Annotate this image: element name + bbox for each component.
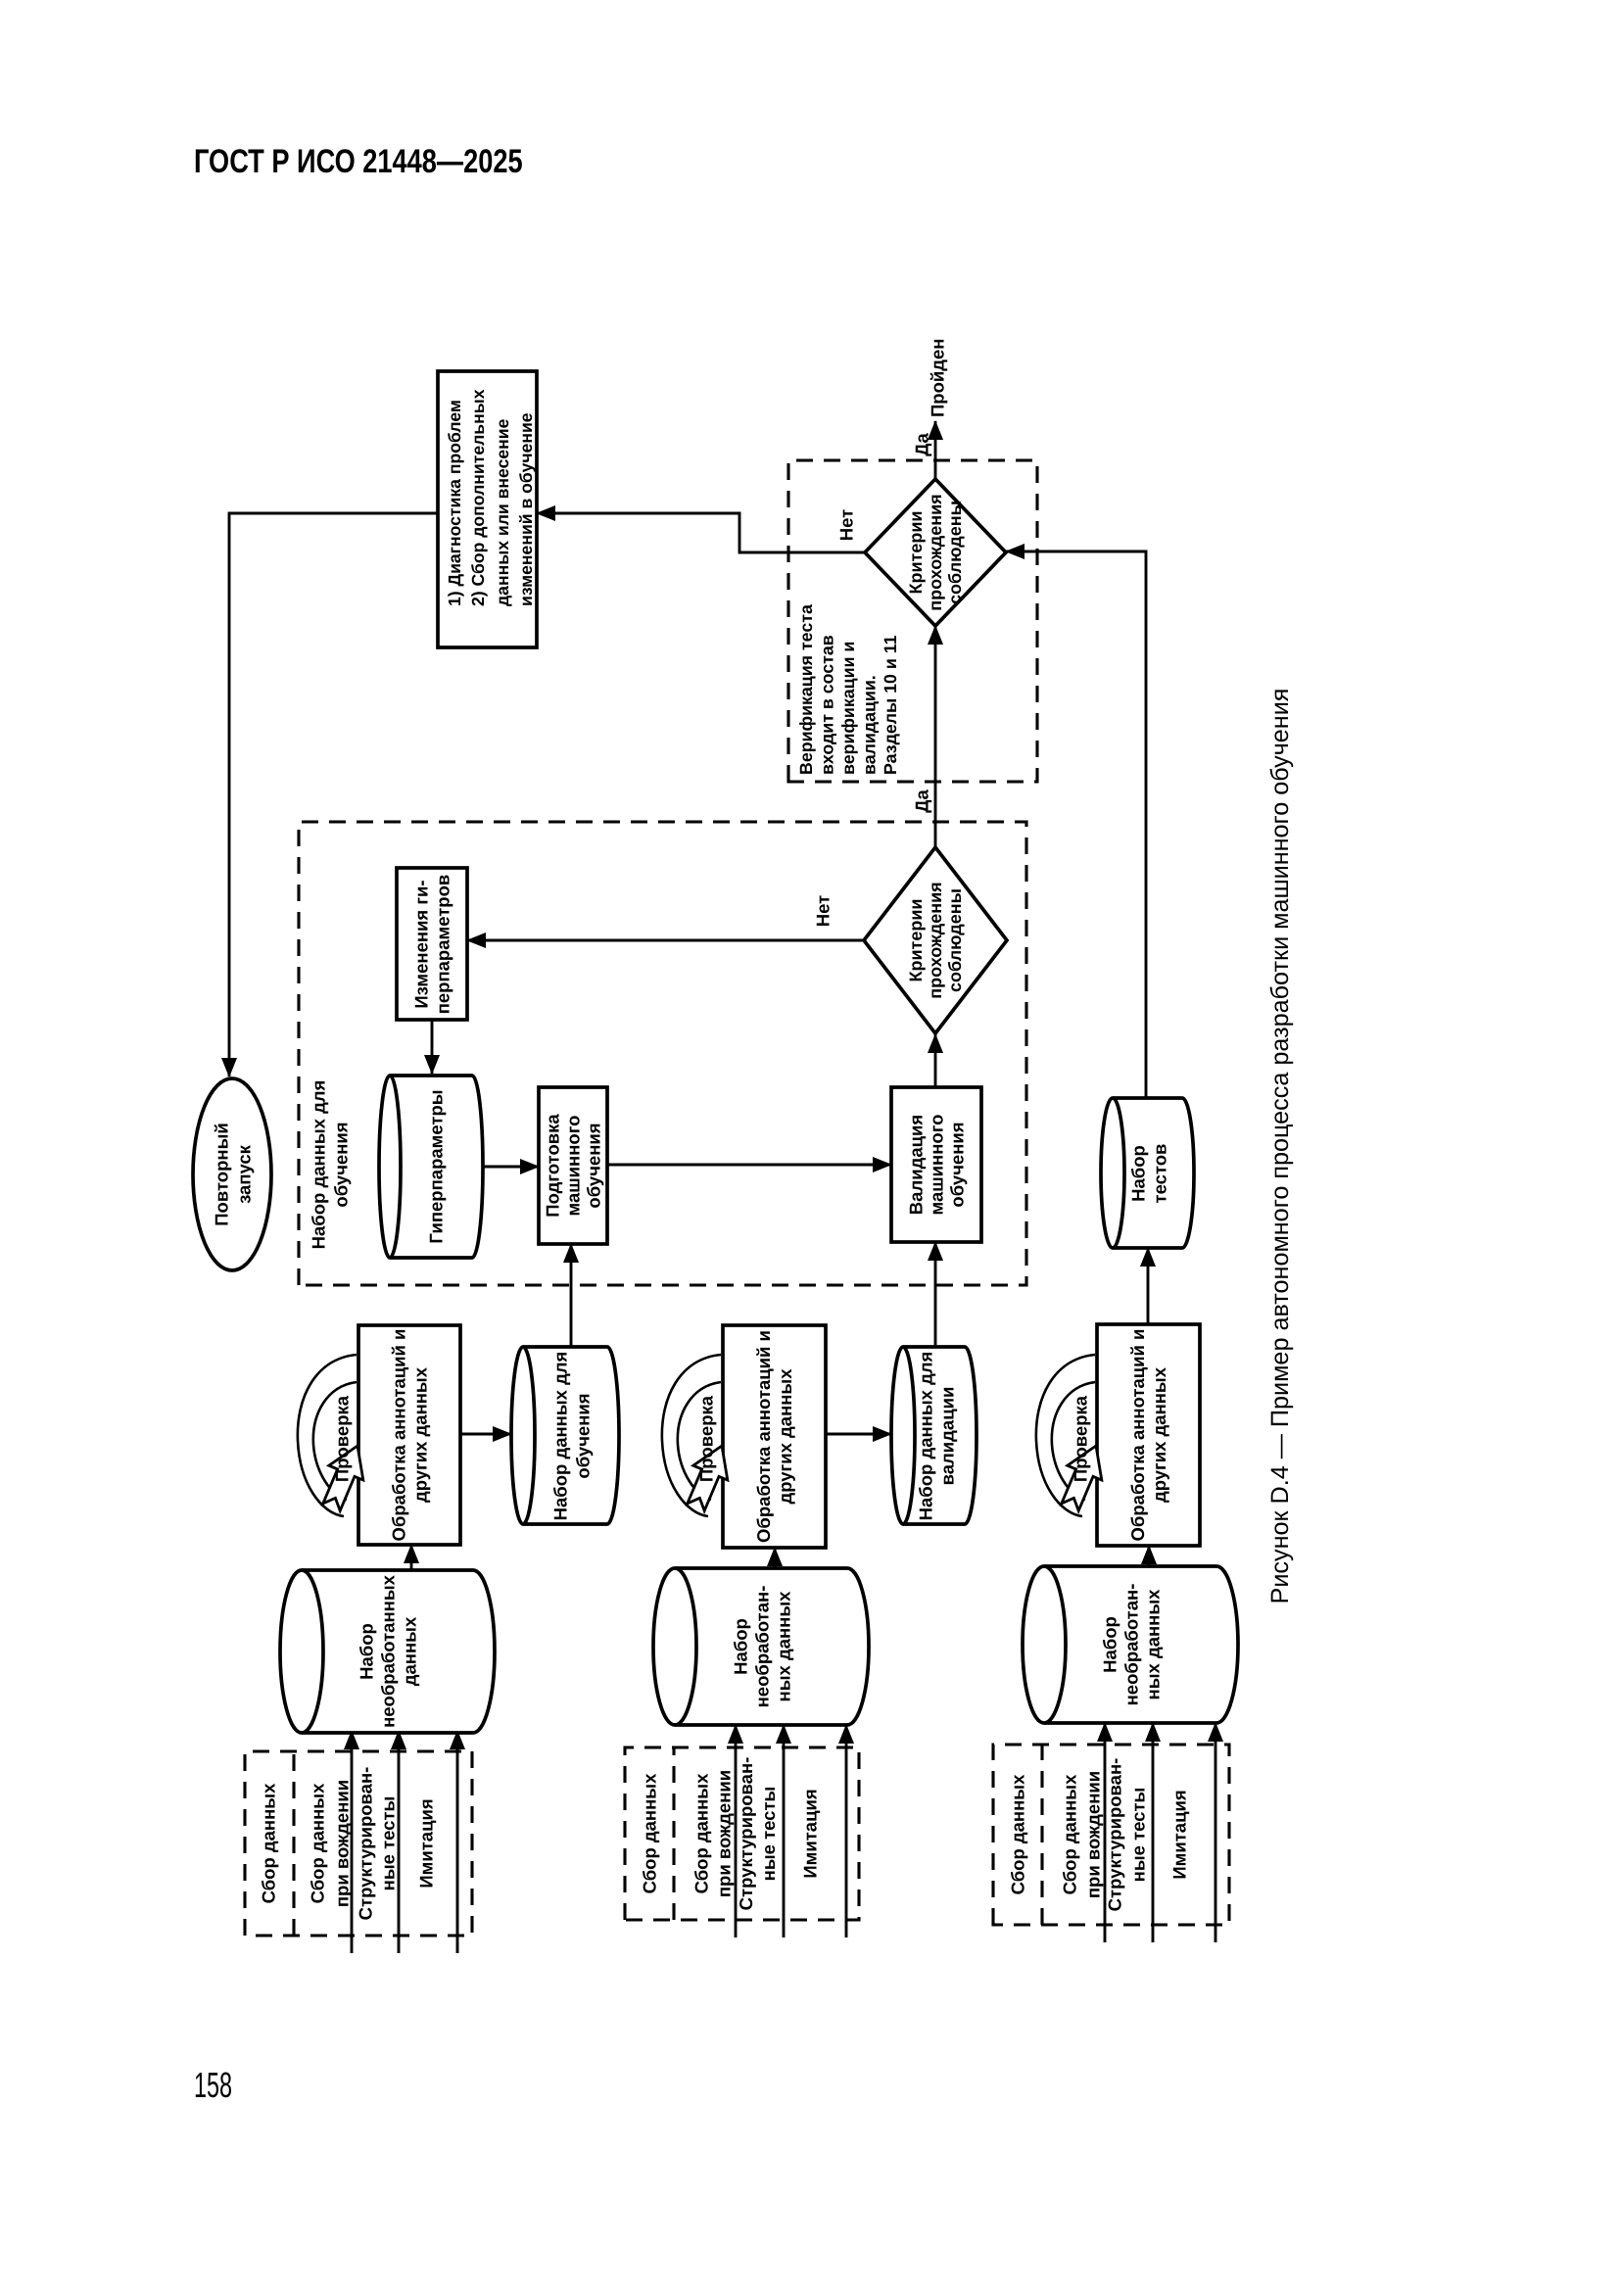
svg-text:Структурирован-: Структурирован-: [736, 1757, 756, 1911]
svg-text:Проверка: Проверка: [332, 1395, 353, 1482]
svg-text:Обработка аннотаций и: Обработка аннотаций и: [389, 1329, 409, 1542]
svg-text:обучения: обучения: [331, 1122, 352, 1207]
svg-text:необработан-: необработан-: [1121, 1584, 1142, 1706]
svg-text:2) Сбор дополнительных: 2) Сбор дополнительных: [468, 389, 488, 606]
svg-text:прохождения: прохождения: [926, 494, 945, 610]
svg-text:обучения: обучения: [573, 1393, 594, 1478]
svg-text:Имитация: Имитация: [416, 1798, 437, 1888]
svg-text:Рисунок D.4 — Пример автономно: Рисунок D.4 — Пример автономного процесс…: [1266, 689, 1294, 1604]
svg-text:машинного: машинного: [927, 1115, 947, 1216]
svg-text:соблюдены: соблюдены: [945, 888, 965, 992]
svg-text:обучения: обучения: [584, 1123, 604, 1208]
svg-text:других данных: других данных: [410, 1366, 431, 1503]
svg-text:ных данных: ных данных: [774, 1591, 794, 1702]
svg-text:валидации.: валидации.: [860, 675, 880, 775]
svg-text:Проверка: Проверка: [1071, 1395, 1091, 1482]
svg-text:при вождении: при вождении: [332, 1780, 353, 1907]
svg-text:Сбор данных: Сбор данных: [259, 1783, 279, 1903]
svg-text:1) Диагностика проблем: 1) Диагностика проблем: [445, 400, 464, 606]
svg-text:Сбор данных: Сбор данных: [308, 1783, 328, 1903]
svg-text:данных: данных: [400, 1616, 420, 1686]
svg-text:необработан-: необработан-: [752, 1586, 773, 1708]
svg-text:ных данных: ных данных: [1143, 1589, 1164, 1700]
svg-text:Нет: Нет: [813, 895, 834, 927]
svg-text:Сбор данных: Сбор данных: [1008, 1774, 1028, 1894]
svg-text:других данных: других данных: [775, 1368, 795, 1505]
svg-text:Критерии: Критерии: [906, 899, 926, 982]
svg-text:Верификация теста: Верификация теста: [796, 604, 816, 775]
svg-text:Набор: Набор: [731, 1618, 751, 1675]
svg-text:ные тесты: ные тесты: [1128, 1788, 1149, 1883]
svg-text:ные тесты: ные тесты: [378, 1796, 399, 1891]
svg-text:прохождения: прохождения: [926, 882, 945, 998]
svg-text:перпараметров: перпараметров: [433, 875, 453, 1015]
svg-text:Гиперпараметры: Гиперпараметры: [426, 1089, 447, 1243]
svg-text:валидации: валидации: [937, 1387, 958, 1486]
svg-text:тестов: тестов: [1150, 1144, 1170, 1204]
svg-text:Да: Да: [912, 433, 932, 456]
svg-text:Пройден: Пройден: [928, 339, 948, 417]
svg-text:других данных: других данных: [1149, 1366, 1169, 1503]
svg-text:Набор: Набор: [1100, 1616, 1120, 1673]
svg-text:Да: Да: [912, 789, 932, 813]
svg-text:Критерии: Критерии: [906, 511, 926, 595]
svg-text:Подготовка: Подготовка: [543, 1114, 563, 1218]
svg-text:Проверка: Проверка: [696, 1395, 717, 1482]
svg-text:Набор данных для: Набор данных для: [309, 1080, 329, 1250]
svg-text:запуск: запуск: [234, 1144, 255, 1204]
svg-text:машинного: машинного: [563, 1116, 584, 1217]
svg-text:данных или внесение: данных или внесение: [493, 418, 512, 606]
svg-text:Набор данных для: Набор данных для: [916, 1352, 936, 1521]
svg-text:Набор: Набор: [1128, 1145, 1149, 1202]
svg-text:Набор: Набор: [357, 1623, 377, 1680]
svg-text:Набор данных для: Набор данных для: [550, 1352, 571, 1521]
svg-text:при вождении: при вождении: [1083, 1771, 1104, 1898]
svg-text:Изменения ги-: Изменения ги-: [411, 880, 432, 1008]
svg-text:Сбор данных: Сбор данных: [640, 1773, 660, 1893]
svg-text:Сбор данных: Сбор данных: [1060, 1774, 1080, 1894]
svg-text:Структурирован-: Структурирован-: [1105, 1758, 1125, 1912]
svg-text:соблюдены: соблюдены: [945, 501, 965, 604]
svg-text:Сбор данных: Сбор данных: [691, 1773, 712, 1893]
svg-text:обучения: обучения: [947, 1122, 968, 1207]
svg-text:Обработка аннотаций и: Обработка аннотаций и: [753, 1330, 774, 1543]
svg-text:Имитация: Имитация: [1169, 1790, 1190, 1879]
svg-text:необработанных: необработанных: [378, 1574, 399, 1728]
svg-text:при вождении: при вождении: [714, 1770, 735, 1897]
svg-text:верификации и: верификации и: [838, 642, 858, 775]
svg-text:Повторный: Повторный: [212, 1123, 232, 1226]
svg-text:Имитация: Имитация: [800, 1789, 821, 1878]
svg-text:Валидация: Валидация: [906, 1115, 927, 1215]
svg-text:входит в состав: входит в состав: [818, 635, 837, 775]
svg-text:Разделы 10 и 11: Разделы 10 и 11: [881, 635, 900, 775]
svg-text:изменений в обучение: изменений в обучение: [516, 412, 536, 606]
svg-text:Обработка аннотаций и: Обработка аннотаций и: [1127, 1329, 1148, 1542]
svg-text:Структурирован-: Структурирован-: [356, 1767, 376, 1921]
svg-text:ные тесты: ные тесты: [758, 1787, 779, 1882]
svg-text:Нет: Нет: [836, 509, 857, 541]
